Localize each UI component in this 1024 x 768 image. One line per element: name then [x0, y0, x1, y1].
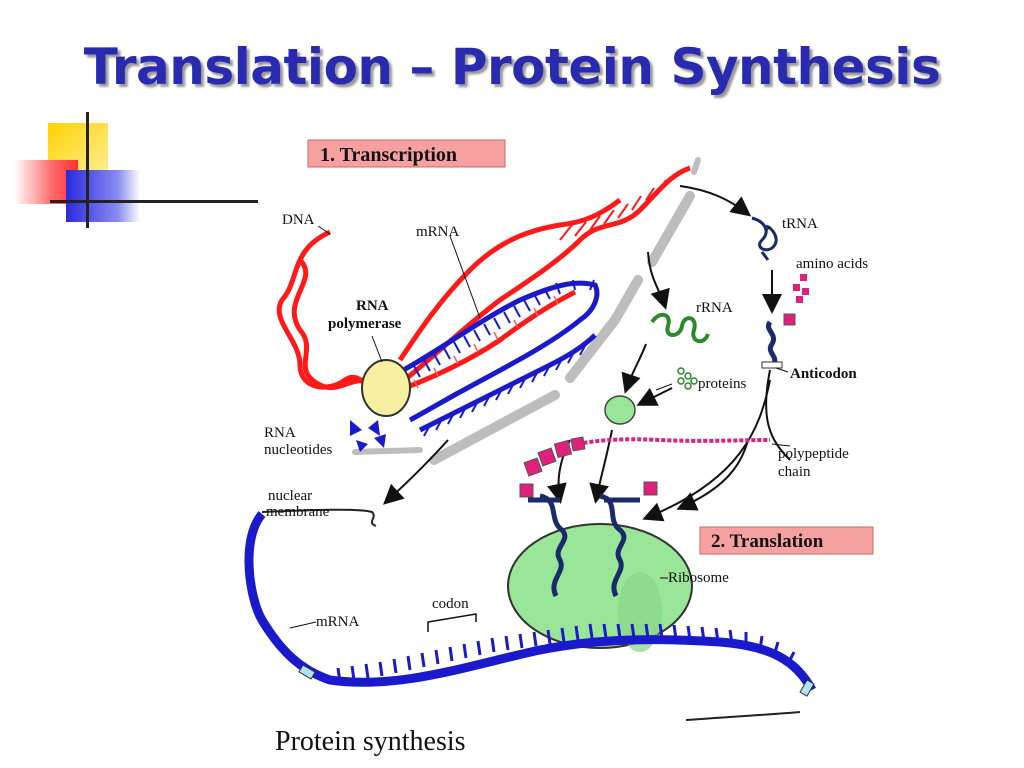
- codon-bracket: [427, 613, 477, 632]
- polypeptide-label-2: chain: [778, 464, 811, 480]
- deco-vertical-line: [86, 112, 89, 228]
- codon-label: codon: [432, 596, 469, 612]
- ribosome-label: Ribosome: [668, 570, 729, 586]
- trna-label: tRNA: [782, 216, 818, 232]
- translation-label-box: [699, 526, 874, 555]
- polypeptide-label-1: polypeptide: [778, 446, 849, 462]
- rna-nucleotides-label-2: nucleotides: [264, 442, 332, 458]
- mrna-strand-bottom: [244, 511, 816, 697]
- ribosome-trnas: [528, 493, 640, 598]
- nuclear-membrane-label-1: nuclear: [268, 488, 312, 504]
- rrna-strand: [650, 312, 710, 344]
- translation-label: 2. Translation: [711, 531, 824, 552]
- rrna-label: rRNA: [696, 300, 733, 316]
- dna-base-pairs: [559, 179, 667, 241]
- rna-nucleotides-label-1: RNA: [264, 425, 296, 441]
- mrna-transcript: [398, 279, 600, 437]
- slide-title: Translation – Protein Synthesis: [83, 38, 941, 96]
- amino-acids: [793, 274, 809, 303]
- nuclear-membrane: [352, 157, 701, 465]
- trna-with-amino-acid: [761, 313, 796, 369]
- rna-polymerase-label-1: RNA: [356, 298, 389, 314]
- ribosome-subunit: [604, 395, 636, 425]
- nuclear-membrane-label-2: membrane: [266, 504, 330, 520]
- rna-polymerase: [361, 359, 411, 417]
- trna-molecule: [751, 216, 778, 261]
- cytoplasm-line-bottom: [685, 711, 801, 721]
- transcription-label-box: [307, 139, 506, 168]
- mrna-top-label: mRNA: [416, 224, 460, 240]
- mrna-bottom-label: mRNA: [316, 614, 360, 630]
- transcription-label: 1. Transcription: [320, 144, 457, 166]
- ribosome: [507, 523, 693, 652]
- diagram-caption: Protein synthesis: [275, 726, 466, 757]
- deco-blue-square: [66, 170, 140, 222]
- nuclear-membrane-edge: [261, 508, 377, 527]
- dna-label: DNA: [282, 212, 315, 228]
- labels: DNA mRNA RNA polymerase RNA nucleotides …: [264, 212, 868, 630]
- label-pointer-lines: [289, 225, 791, 629]
- polypeptide-chain: [519, 436, 771, 498]
- protein-particles: [677, 367, 698, 390]
- rna-polymerase-label-2: polymerase: [328, 316, 402, 332]
- cytoplasm-line: [765, 369, 791, 461]
- dna-helix: [276, 165, 691, 398]
- deco-horizontal-line: [50, 200, 258, 203]
- rna-nucleotides: [350, 420, 386, 452]
- amino-acids-label: amino acids: [796, 256, 868, 272]
- proteins-label: proteins: [698, 376, 746, 392]
- anticodon-label: Anticodon: [790, 366, 857, 382]
